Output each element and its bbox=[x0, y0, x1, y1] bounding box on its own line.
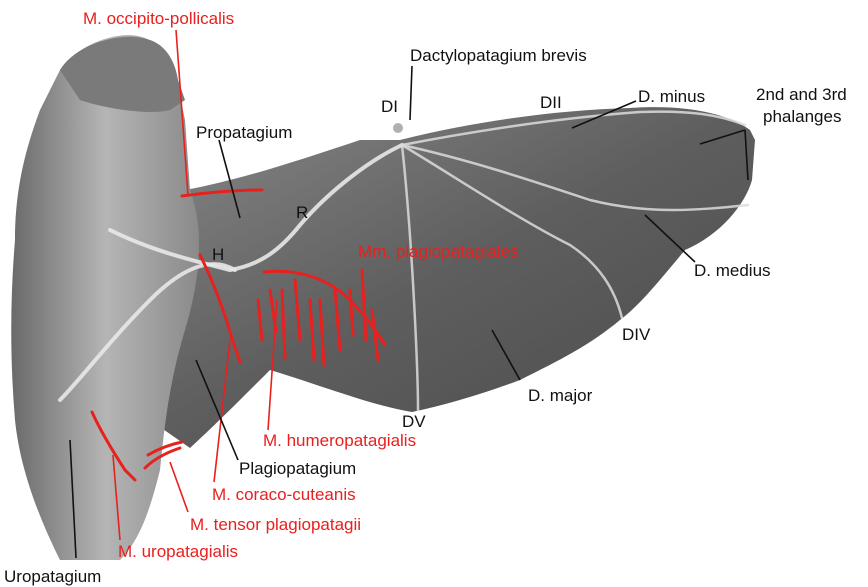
label-phalanges-line1: 2nd and 3rd bbox=[756, 85, 847, 104]
label-occipito-pollicalis: M. occipito-pollicalis bbox=[83, 9, 234, 28]
label-tensor-plagiopatagii: M. tensor plagiopatagii bbox=[190, 515, 361, 534]
leader-dactylopatagium-brevis bbox=[410, 66, 412, 120]
label-d-minus: D. minus bbox=[638, 87, 705, 106]
label-h: H bbox=[212, 245, 224, 264]
label-plagiopatagium: Plagiopatagium bbox=[239, 459, 356, 478]
leader-tensor-plagiopatagii bbox=[170, 462, 188, 512]
label-r: R bbox=[296, 203, 308, 222]
label-dv: DV bbox=[402, 412, 426, 431]
label-dactylopatagium-brevis: Dactylopatagium brevis bbox=[410, 46, 587, 65]
label-dii: DII bbox=[540, 93, 562, 112]
label-di: DI bbox=[381, 97, 398, 116]
label-coraco-cuteanis: M. coraco-cuteanis bbox=[212, 485, 356, 504]
label-plagiopatagiales: Mm. plagiopatagiales bbox=[358, 242, 519, 261]
label-phalanges-line2: phalanges bbox=[763, 107, 841, 126]
label-uropatagialis: M. uropatagialis bbox=[118, 542, 238, 561]
label-humeropatagialis: M. humeropatagialis bbox=[263, 431, 416, 450]
thumb-claw bbox=[393, 123, 403, 133]
label-div: DIV bbox=[622, 325, 651, 344]
label-propatagium: Propatagium bbox=[196, 123, 292, 142]
label-d-major: D. major bbox=[528, 386, 593, 405]
bat-body bbox=[11, 35, 199, 560]
label-uropatagium: Uropatagium bbox=[4, 567, 101, 586]
wing-membrane bbox=[120, 107, 755, 448]
label-d-medius: D. medius bbox=[694, 261, 771, 280]
